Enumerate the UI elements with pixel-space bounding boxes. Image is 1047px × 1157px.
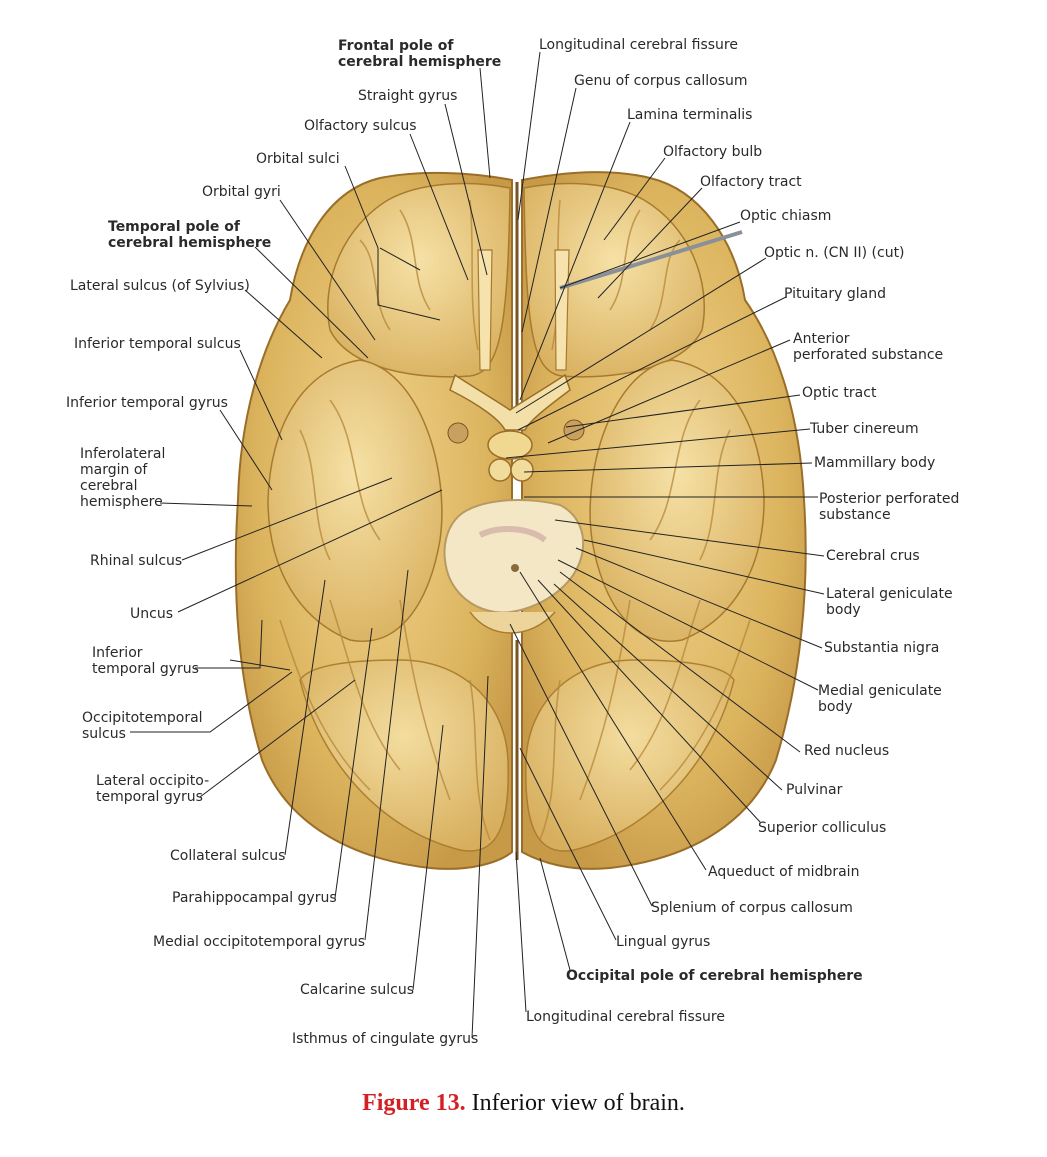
label-medial-geniculate: Medial geniculate body — [818, 683, 942, 715]
label-superior-colliculus: Superior colliculus — [758, 820, 887, 836]
label-longitudinal-fissure-top: Longitudinal cerebral fissure — [539, 37, 738, 53]
label-optic-nerve: Optic n. (CN II) (cut) — [764, 245, 905, 261]
label-parahippocampal-gyrus: Parahippocampal gyrus — [172, 890, 337, 906]
leader-lines — [130, 51, 825, 1039]
figure-caption-text: Inferior view of brain. — [465, 1090, 685, 1116]
label-rhinal-sulcus: Rhinal sulcus — [90, 553, 183, 569]
label-pulvinar: Pulvinar — [786, 782, 843, 798]
label-uncus: Uncus — [130, 606, 173, 622]
label-optic-chiasm: Optic chiasm — [740, 208, 832, 224]
label-tuber-cinereum: Tuber cinereum — [810, 421, 919, 437]
label-lateral-sulcus: Lateral sulcus (of Sylvius) — [70, 278, 250, 294]
label-lateral-geniculate: Lateral geniculate body — [826, 586, 953, 618]
label-optic-tract: Optic tract — [802, 385, 877, 401]
label-orbital-gyri: Orbital gyri — [202, 184, 281, 200]
label-pituitary-gland: Pituitary gland — [784, 286, 886, 302]
optic-chiasm-region — [447, 373, 585, 482]
label-inferolateral-margin: Inferolateral margin of cerebral hemisph… — [80, 446, 166, 510]
label-occipitotemporal-sulcus: Occipitotemporal sulcus — [82, 710, 203, 742]
label-genu-corpus-callosum: Genu of corpus callosum — [574, 73, 748, 89]
label-calcarine-sulcus: Calcarine sulcus — [300, 982, 415, 998]
label-olfactory-sulcus: Olfactory sulcus — [304, 118, 417, 134]
label-cerebral-crus: Cerebral crus — [826, 548, 920, 564]
label-occipital-pole: Occipital pole of cerebral hemisphere — [566, 968, 863, 984]
label-red-nucleus: Red nucleus — [804, 743, 890, 759]
label-collateral-sulcus: Collateral sulcus — [170, 848, 286, 864]
olfactory-tracts — [477, 249, 570, 371]
label-inferior-temporal-sulcus: Inferior temporal sulcus — [74, 336, 241, 352]
label-frontal-pole: Frontal pole of cerebral hemisphere — [338, 38, 502, 70]
figure-label: Figure 13. — [362, 1090, 466, 1116]
label-olfactory-bulb: Olfactory bulb — [663, 144, 763, 160]
midbrain-section — [443, 499, 585, 634]
probe — [559, 230, 743, 290]
label-straight-gyrus: Straight gyrus — [358, 88, 458, 104]
label-posterior-perforated: Posterior perforated substance — [819, 491, 960, 523]
label-olfactory-tract: Olfactory tract — [700, 174, 802, 190]
label-aqueduct: Aqueduct of midbrain — [708, 864, 860, 880]
label-temporal-pole: Temporal pole of cerebral hemisphere — [108, 219, 272, 251]
label-isthmus-cingulate: Isthmus of cingulate gyrus — [292, 1031, 479, 1047]
label-mammillary-body: Mammillary body — [814, 455, 936, 471]
label-medial-occipitotemporal-gyrus: Medial occipitotemporal gyrus — [153, 934, 366, 950]
label-inferior-temporal-gyrus-upper: Inferior temporal gyrus — [66, 395, 228, 411]
label-orbital-sulci: Orbital sulci — [256, 151, 340, 167]
label-lamina-terminalis: Lamina terminalis — [627, 107, 753, 123]
label-lingual-gyrus: Lingual gyrus — [616, 934, 711, 950]
label-lateral-occipitotemporal-gyrus: Lateral occipito- temporal gyrus — [96, 773, 210, 805]
cerebral-hemispheres — [234, 171, 807, 870]
label-anterior-perforated: Anterior perforated substance — [793, 331, 944, 363]
figure-caption: Figure 13. Inferior view of brain. — [0, 1090, 1047, 1117]
label-inferior-temporal-gyrus-lower: Inferior temporal gyrus — [92, 645, 199, 677]
label-splenium: Splenium of corpus callosum — [651, 900, 853, 916]
label-longitudinal-fissure-bottom: Longitudinal cerebral fissure — [526, 1009, 725, 1025]
label-substantia-nigra: Substantia nigra — [824, 640, 940, 656]
